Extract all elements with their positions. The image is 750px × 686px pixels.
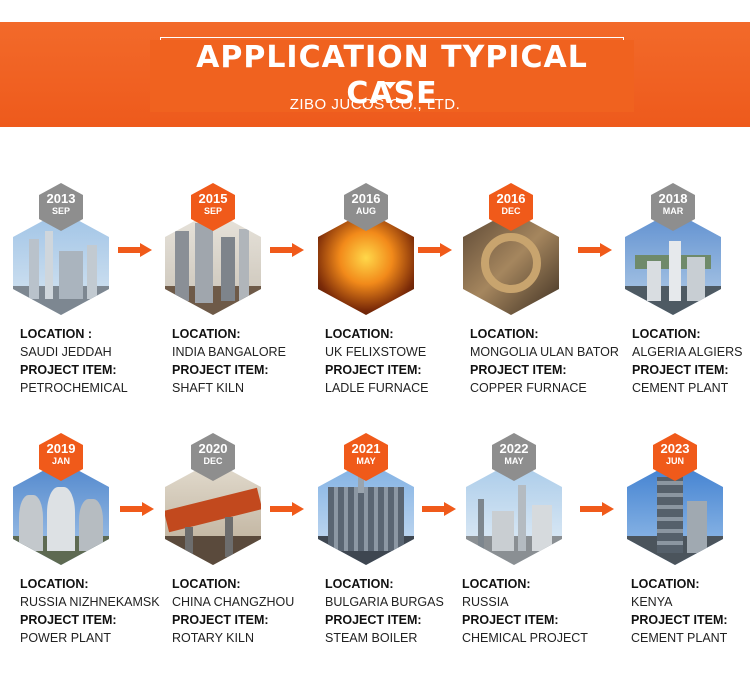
case-info: LOCATION: RUSSIA NIZHNEKAMSK PROJECT ITE… xyxy=(20,575,160,647)
case-month: SEP xyxy=(51,206,70,216)
page-title: APPLICATION TYPICAL CASE xyxy=(150,40,634,112)
case-month: JAN xyxy=(51,456,70,466)
project-value: SHAFT KILN xyxy=(172,381,245,395)
location-label: LOCATION: xyxy=(325,577,394,591)
case-info: LOCATION: BULGARIA BURGAS PROJECT ITEM: … xyxy=(325,575,444,647)
case-year: 2019 xyxy=(46,441,76,456)
case-card: 2020 DEC LOCATION: CHINA CHANGZHOU PROJE… xyxy=(165,433,325,686)
case-card: 2016 AUG LOCATION: UK FELIXSTOWE PROJECT… xyxy=(318,183,478,443)
location-value: CHINA CHANGZHOU xyxy=(172,595,295,609)
location-value: KENYA xyxy=(631,595,673,609)
case-year: 2022 xyxy=(499,441,529,456)
project-label: PROJECT ITEM: xyxy=(632,363,729,377)
case-month: MAY xyxy=(504,456,524,466)
date-badge: 2021 MAY xyxy=(344,433,388,481)
location-label: LOCATION: xyxy=(632,327,701,341)
case-card: 2018 MAR LOCATION: ALGERIA ALGIERS PROJE… xyxy=(625,183,750,443)
case-info: LOCATION: MONGOLIA ULAN BATOR PROJECT IT… xyxy=(470,325,619,397)
case-year: 2018 xyxy=(658,191,688,206)
arrow-right-icon xyxy=(270,502,304,516)
case-month: DEC xyxy=(501,206,521,216)
case-month: JUN xyxy=(665,456,684,466)
location-value: INDIA BANGALORE xyxy=(172,345,286,359)
case-info: LOCATION: INDIA BANGALORE PROJECT ITEM: … xyxy=(172,325,286,397)
project-label: PROJECT ITEM: xyxy=(325,363,422,377)
arrow-right-icon xyxy=(418,243,452,257)
project-value: PETROCHEMICAL xyxy=(20,381,128,395)
arrow-right-icon xyxy=(578,243,612,257)
case-info: LOCATION: UK FELIXSTOWE PROJECT ITEM: LA… xyxy=(325,325,429,397)
project-value: POWER PLANT xyxy=(20,631,111,645)
case-year: 2016 xyxy=(496,191,526,206)
project-label: PROJECT ITEM: xyxy=(172,613,269,627)
project-label: PROJECT ITEM: xyxy=(470,363,567,377)
location-label: LOCATION: xyxy=(172,577,241,591)
location-label: LOCATION: xyxy=(20,577,89,591)
project-label: PROJECT ITEM: xyxy=(20,363,117,377)
arrow-right-icon xyxy=(580,502,614,516)
case-month: MAR xyxy=(662,206,684,216)
case-year: 2020 xyxy=(198,441,228,456)
case-card: 2013 SEP LOCATION : SAUDI JEDDAH PROJECT… xyxy=(13,183,173,443)
project-label: PROJECT ITEM: xyxy=(462,613,559,627)
location-value: MONGOLIA ULAN BATOR xyxy=(470,345,619,359)
project-value: CEMENT PLANT xyxy=(632,381,729,395)
case-month: MAY xyxy=(356,456,376,466)
location-value: ALGERIA ALGIERS xyxy=(632,345,743,359)
location-value: BULGARIA BURGAS xyxy=(325,595,444,609)
location-value: UK FELIXSTOWE xyxy=(325,345,427,359)
case-info: LOCATION: RUSSIA PROJECT ITEM: CHEMICAL … xyxy=(462,575,588,647)
project-value: COPPER FURNACE xyxy=(470,381,587,395)
location-value: SAUDI JEDDAH xyxy=(20,345,112,359)
location-label: LOCATION: xyxy=(631,577,700,591)
case-year: 2023 xyxy=(660,441,690,456)
project-label: PROJECT ITEM: xyxy=(325,613,422,627)
title-notch-icon xyxy=(384,82,396,89)
project-value: LADLE FURNACE xyxy=(325,381,429,395)
location-label: LOCATION: xyxy=(325,327,394,341)
case-card: 2022 MAY LOCATION: RUSSIA PROJECT ITEM: … xyxy=(462,433,626,686)
project-value: STEAM BOILER xyxy=(325,631,418,645)
case-card: 2021 MAY LOCATION: BULGARIA BURGAS PROJE… xyxy=(318,433,478,686)
arrow-right-icon xyxy=(270,243,304,257)
date-badge: 2016 AUG xyxy=(344,183,388,231)
location-label: LOCATION: xyxy=(470,327,539,341)
project-value: CHEMICAL PROJECT xyxy=(462,631,588,645)
case-info: LOCATION : SAUDI JEDDAH PROJECT ITEM: PE… xyxy=(20,325,128,397)
case-year: 2021 xyxy=(351,441,381,456)
project-label: PROJECT ITEM: xyxy=(631,613,728,627)
location-value: RUSSIA xyxy=(462,595,509,609)
location-label: LOCATION : xyxy=(20,327,92,341)
case-card: 2016 DEC LOCATION: MONGOLIA ULAN BATOR P… xyxy=(463,183,623,443)
arrow-right-icon xyxy=(422,502,456,516)
project-value: ROTARY KILN xyxy=(172,631,254,645)
case-year: 2015 xyxy=(198,191,228,206)
case-info: LOCATION: CHINA CHANGZHOU PROJECT ITEM: … xyxy=(172,575,294,647)
case-month: SEP xyxy=(203,206,222,216)
project-label: PROJECT ITEM: xyxy=(20,613,117,627)
location-label: LOCATION: xyxy=(462,577,531,591)
case-month: AUG xyxy=(356,206,376,216)
project-label: PROJECT ITEM: xyxy=(172,363,269,377)
case-info: LOCATION: ALGERIA ALGIERS PROJECT ITEM: … xyxy=(632,325,742,397)
project-value: CEMENT PLANT xyxy=(631,631,728,645)
case-year: 2013 xyxy=(46,191,76,206)
case-card: 2023 JUN LOCATION: KENYA PROJECT ITEM: C… xyxy=(627,433,750,686)
case-card: 2019 JAN LOCATION: RUSSIA NIZHNEKAMSK PR… xyxy=(13,433,173,686)
location-label: LOCATION: xyxy=(172,327,241,341)
arrow-right-icon xyxy=(120,502,154,516)
case-card: 2015 SEP LOCATION: INDIA BANGALORE PROJE… xyxy=(165,183,325,443)
arrow-right-icon xyxy=(118,243,152,257)
case-info: LOCATION: KENYA PROJECT ITEM: CEMENT PLA… xyxy=(631,575,728,647)
case-year: 2016 xyxy=(351,191,381,206)
company-name: ZIBO JUCOS CO., LTD. xyxy=(289,96,461,113)
case-month: DEC xyxy=(203,456,223,466)
location-value: RUSSIA NIZHNEKAMSK xyxy=(20,595,160,609)
